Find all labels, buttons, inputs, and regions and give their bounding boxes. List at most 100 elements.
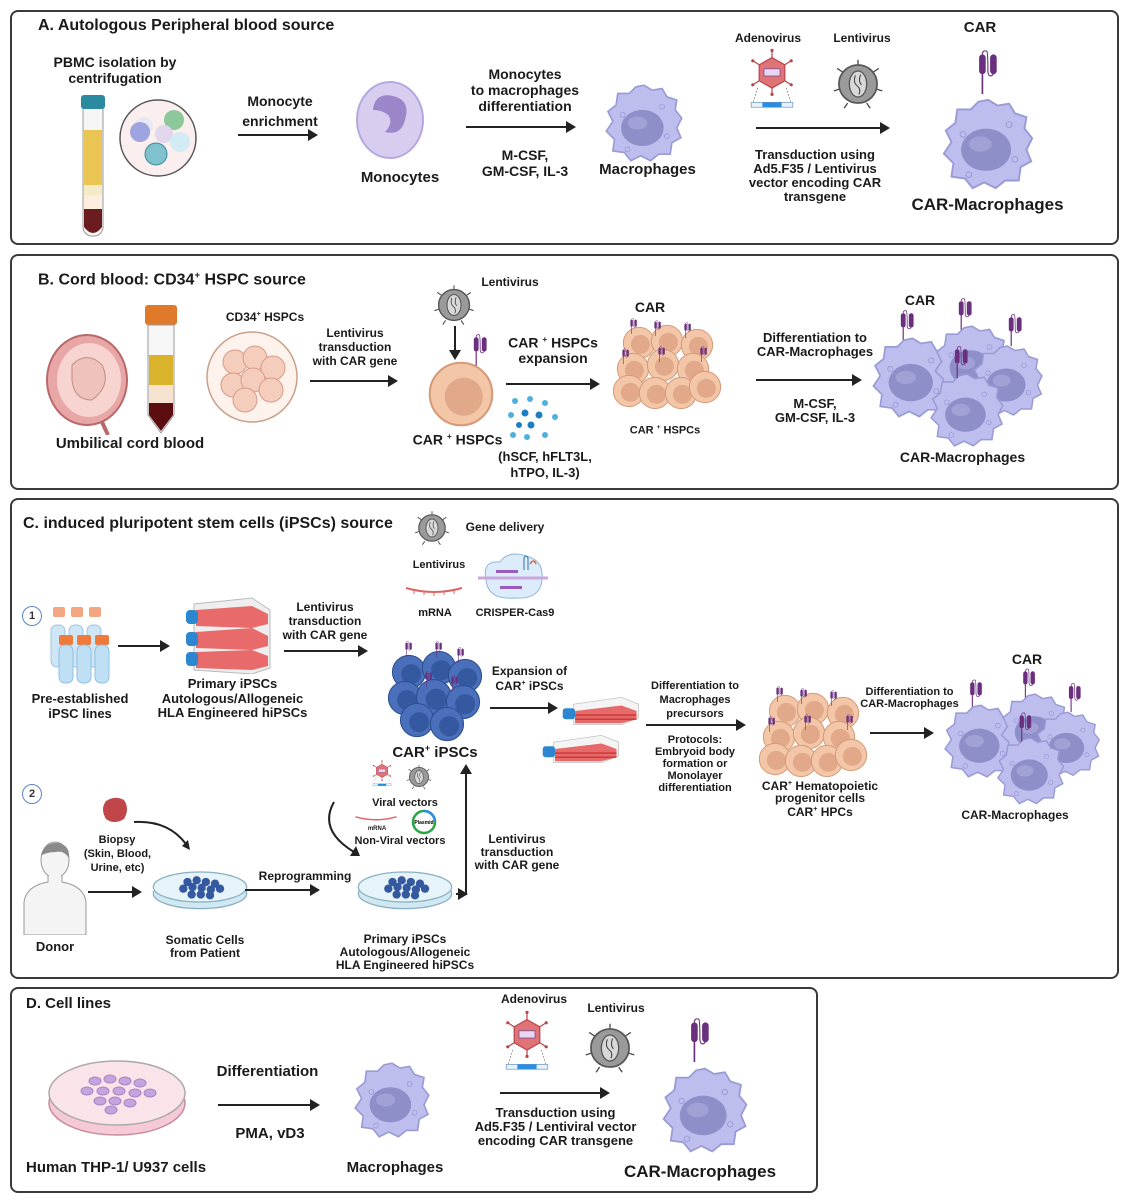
panel-b-title: B. Cord blood: CD34+ HSPC source: [38, 270, 306, 289]
lentivirus-small-icon: [406, 764, 432, 790]
plasmid-label: Plasmid: [414, 820, 433, 826]
gene-delivery-label: Gene delivery: [465, 520, 545, 534]
macrophages-label-d: Macrophages: [346, 1159, 444, 1176]
adenovirus-label: Adenovirus: [734, 31, 801, 45]
donor-label: Donor: [35, 939, 75, 954]
cytokines-b-line1: M-CSF,: [793, 396, 837, 411]
car-label-b2: CAR: [904, 292, 936, 308]
expansion-label-line1: CAR + HSPCs: [508, 334, 598, 351]
arrow-lenti-transduction: [310, 375, 398, 387]
step-1-badge: 1: [22, 606, 42, 626]
car-ipsc-cluster-icon: [387, 640, 483, 742]
expansion-label-line2: expansion: [518, 350, 588, 366]
transduction-d-line2: Ad5.F35 / Lentiviral vector: [474, 1119, 637, 1134]
lentivirus-label: Lentivirus: [833, 31, 891, 45]
protocols-line3: formation or: [662, 758, 728, 770]
car-hspc-cell-icon: [427, 360, 495, 428]
lenti-transduction-line1: Lentivirus: [326, 326, 384, 340]
lenti2-line2: transduction: [480, 845, 554, 859]
diff-precursor-line1: Differentiation to: [651, 680, 739, 692]
thp1-cells-label: Human THP-1/ U937 cells: [26, 1159, 207, 1176]
panel-d-title: D. Cell lines: [26, 995, 112, 1012]
panel-c-title: C. induced pluripotent stem cells (iPSCs…: [23, 515, 393, 532]
somatic-dish-icon: [150, 856, 250, 918]
expansion-c-line2: CAR+ iPSCs: [495, 678, 564, 693]
diff-precursor-line2: Macrophages: [659, 694, 731, 706]
umbilical-cord-blood-label: Umbilical cord blood: [55, 435, 205, 452]
arrow-expansion: [506, 378, 600, 390]
transduction-d-line3: encoding CAR transgene: [477, 1133, 634, 1148]
car-label-c: CAR: [1011, 651, 1043, 667]
growth-factor-dots-icon: [508, 396, 558, 440]
pre-established-line1: Pre-established: [31, 691, 129, 706]
step-2-badge: 2: [22, 784, 42, 804]
arrow-enrichment: [238, 129, 318, 141]
lenti-transduction-line3: with CAR gene: [312, 354, 398, 368]
car-hspcs-label-b2: CAR + HSPCs: [629, 424, 701, 437]
ipsc-vials-icon: [50, 607, 110, 684]
lenti2-line3: with CAR gene: [474, 858, 560, 872]
car-macrophage-cluster-icon: [872, 297, 1043, 447]
macrophage-cell-icon-d: [352, 1060, 432, 1140]
diff-car-mac-line2: CAR-Macrophages: [756, 344, 874, 359]
adenovirus-icon: [748, 48, 796, 112]
biopsy-line3: Urine, etc): [90, 862, 145, 874]
biopsy-line1: Biopsy: [98, 834, 136, 846]
hpc-label-line3: CAR+ HPCs: [787, 804, 853, 819]
pma-vd3-label: PMA, vD3: [235, 1125, 305, 1142]
lenti-c-line1: Lentivirus: [296, 600, 354, 614]
lentivirus-label-d: Lentivirus: [587, 1001, 645, 1015]
macrophage-cell-icon: [603, 82, 685, 164]
arrow-dish-right: [456, 888, 468, 900]
cytokines-line2: GM-CSF, IL-3: [481, 163, 569, 179]
arrow-pre-to-primary: [118, 640, 170, 652]
primary-ipscs-line2: Autologous/Allogeneic: [161, 691, 304, 706]
biopsy-line2: (Skin, Blood,: [83, 848, 152, 860]
cord-blood-tube-icon: [145, 305, 177, 434]
car-macrophage-cluster-icon-c: [944, 668, 1100, 805]
lenti-c-line3: with CAR gene: [282, 628, 368, 642]
car-receptor-icon: [978, 44, 1000, 100]
diff-precursor-line3: precursors: [666, 708, 724, 720]
hspc-zoom-circle-icon: [206, 331, 298, 423]
mrna-small-label: mRNA: [367, 826, 387, 832]
non-viral-vectors-label: Non-Viral vectors: [354, 835, 446, 847]
reprogramming-label: Reprogramming: [258, 869, 352, 883]
growth-factors-line2: hTPO, IL-3): [510, 465, 580, 480]
lentivirus-icon-b: [433, 284, 475, 326]
differentiation-label-d: Differentiation: [216, 1063, 319, 1080]
pbmc-zoom-circle-icon: [119, 99, 197, 177]
donor-icon: [23, 841, 87, 935]
primary-ipscs-line3: HLA Engineered hiPSCs: [157, 705, 308, 720]
hpc-label-line1: CAR+ Hematopoietic: [761, 778, 879, 793]
curved-arrow-vectors: [328, 801, 360, 856]
primary2-line1: Primary iPSCs: [363, 932, 447, 946]
protocols-line5: differentiation: [658, 782, 732, 794]
somatic-line2: from Patient: [169, 946, 240, 960]
car-macrophages-label: CAR-Macrophages: [911, 195, 1064, 214]
cytokines-line1: M-CSF,: [501, 147, 549, 163]
arrow-reprogramming: [245, 884, 320, 896]
lentivirus-label-b: Lentivirus: [481, 275, 539, 289]
car-label-b1: CAR: [634, 299, 666, 315]
transduction-line3: vector encoding CAR: [748, 175, 882, 190]
diff-car-mac-c-line1: Differentiation to: [865, 686, 954, 698]
arrow-expansion-c: [490, 702, 558, 714]
cytokines-b-line2: GM-CSF, IL-3: [774, 410, 856, 425]
arrow-differentiation-d: [218, 1099, 320, 1111]
arrow-differentiation: [466, 121, 576, 133]
growth-factors-line1: (hSCF, hFLT3L,: [498, 449, 592, 464]
arrow-lenti-c: [284, 645, 368, 657]
somatic-line1: Somatic Cells: [165, 933, 245, 947]
monocyte-enrichment-line2: enrichment: [242, 113, 318, 129]
viral-vectors-label: Viral vectors: [372, 797, 438, 809]
panel-a-title: A. Autologous Peripheral blood source: [38, 17, 335, 34]
pregnant-uterus-icon: [46, 334, 128, 435]
lentivirus-icon: [832, 58, 884, 110]
cd34-hspcs-label: CD34+ HSPCs: [225, 309, 305, 324]
pbmc-label-line1: PBMC isolation by: [53, 54, 177, 70]
mrna-small-icon: [355, 816, 397, 821]
lentivirus-icon-d: [584, 1022, 636, 1074]
crispr-cas9-icon: [478, 553, 548, 599]
protocols-line1: Protocols:: [667, 734, 723, 746]
